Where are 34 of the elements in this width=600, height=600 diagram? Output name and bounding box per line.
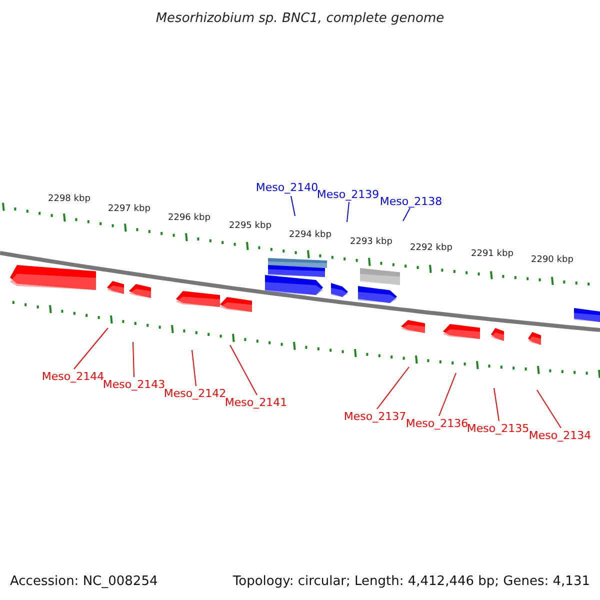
- scale-label: 2292 kbp: [410, 244, 452, 253]
- gene-label: Meso_2138: [380, 196, 442, 207]
- leader-line: [376, 366, 410, 410]
- leader-line: [74, 328, 108, 370]
- leader-line: [346, 202, 350, 222]
- gene-label: Meso_2140: [256, 182, 318, 193]
- gene-label: Meso_2135: [466, 423, 530, 434]
- gene-label: Meso_2144: [42, 371, 104, 382]
- accession-text: Accession: NC_008254: [10, 575, 158, 588]
- scale-label: 2294 kbp: [289, 231, 332, 240]
- gene-label: Meso_2136: [406, 418, 468, 429]
- scale-label: 2298 kbp: [48, 195, 90, 204]
- gene-label: Meso_2137: [344, 411, 406, 422]
- scale-label: 2290 kbp: [531, 256, 574, 265]
- diagram-title: Mesorhizobium sp. BNC1, complete genome: [156, 12, 444, 25]
- gene-label: Meso_2141: [224, 397, 288, 408]
- leader-line: [192, 350, 196, 386]
- gene-label: Meso_2139: [316, 189, 380, 200]
- gene-label: Meso_2142: [164, 388, 226, 399]
- gene-label: Meso_2134: [528, 430, 592, 441]
- leader-line: [536, 390, 562, 428]
- leader-line: [402, 208, 410, 222]
- leader-line: [230, 344, 258, 396]
- leader-line: [132, 342, 134, 378]
- gene-label: Meso_2143: [102, 379, 166, 390]
- genome-info-text: Topology: circular; Length: 4,412,446 bp; Genes: 4,131: [232, 575, 590, 588]
- scale-label: 2291 kbp: [471, 250, 514, 259]
- leader-line: [494, 388, 500, 422]
- scale-label: 2297 kbp: [108, 205, 150, 214]
- scale-label: 2295 kbp: [229, 222, 272, 231]
- leader-line: [290, 196, 296, 216]
- leader-line: [438, 372, 456, 416]
- scale-label: 2293 kbp: [350, 238, 392, 247]
- scale-label: 2296 kbp: [168, 214, 210, 223]
